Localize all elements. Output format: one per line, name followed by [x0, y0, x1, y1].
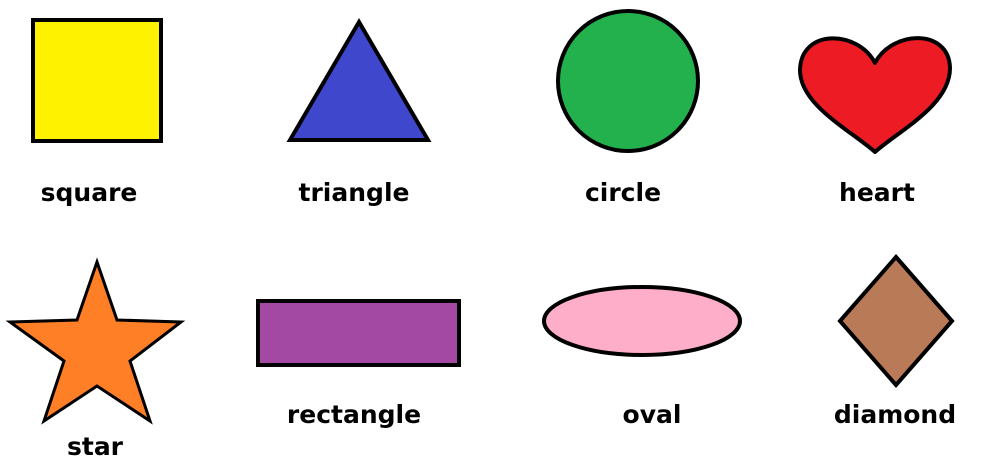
rectangle-label: rectangle	[286, 400, 422, 429]
oval-label: oval	[622, 400, 682, 429]
diamond-shape	[837, 253, 955, 389]
circle-label: circle	[584, 178, 662, 207]
star-shape	[5, 257, 186, 425]
rectangle-shape	[256, 299, 461, 367]
square-shape	[31, 18, 163, 143]
heart-shape	[798, 36, 952, 154]
star-label: star	[66, 432, 124, 461]
triangle-shape	[286, 18, 432, 142]
heart-label: heart	[839, 178, 915, 207]
circle-shape	[556, 9, 700, 153]
triangle-label: triangle	[298, 178, 410, 207]
diamond-label: diamond	[833, 400, 957, 429]
oval-shape	[542, 285, 742, 357]
square-label: square	[40, 178, 138, 207]
